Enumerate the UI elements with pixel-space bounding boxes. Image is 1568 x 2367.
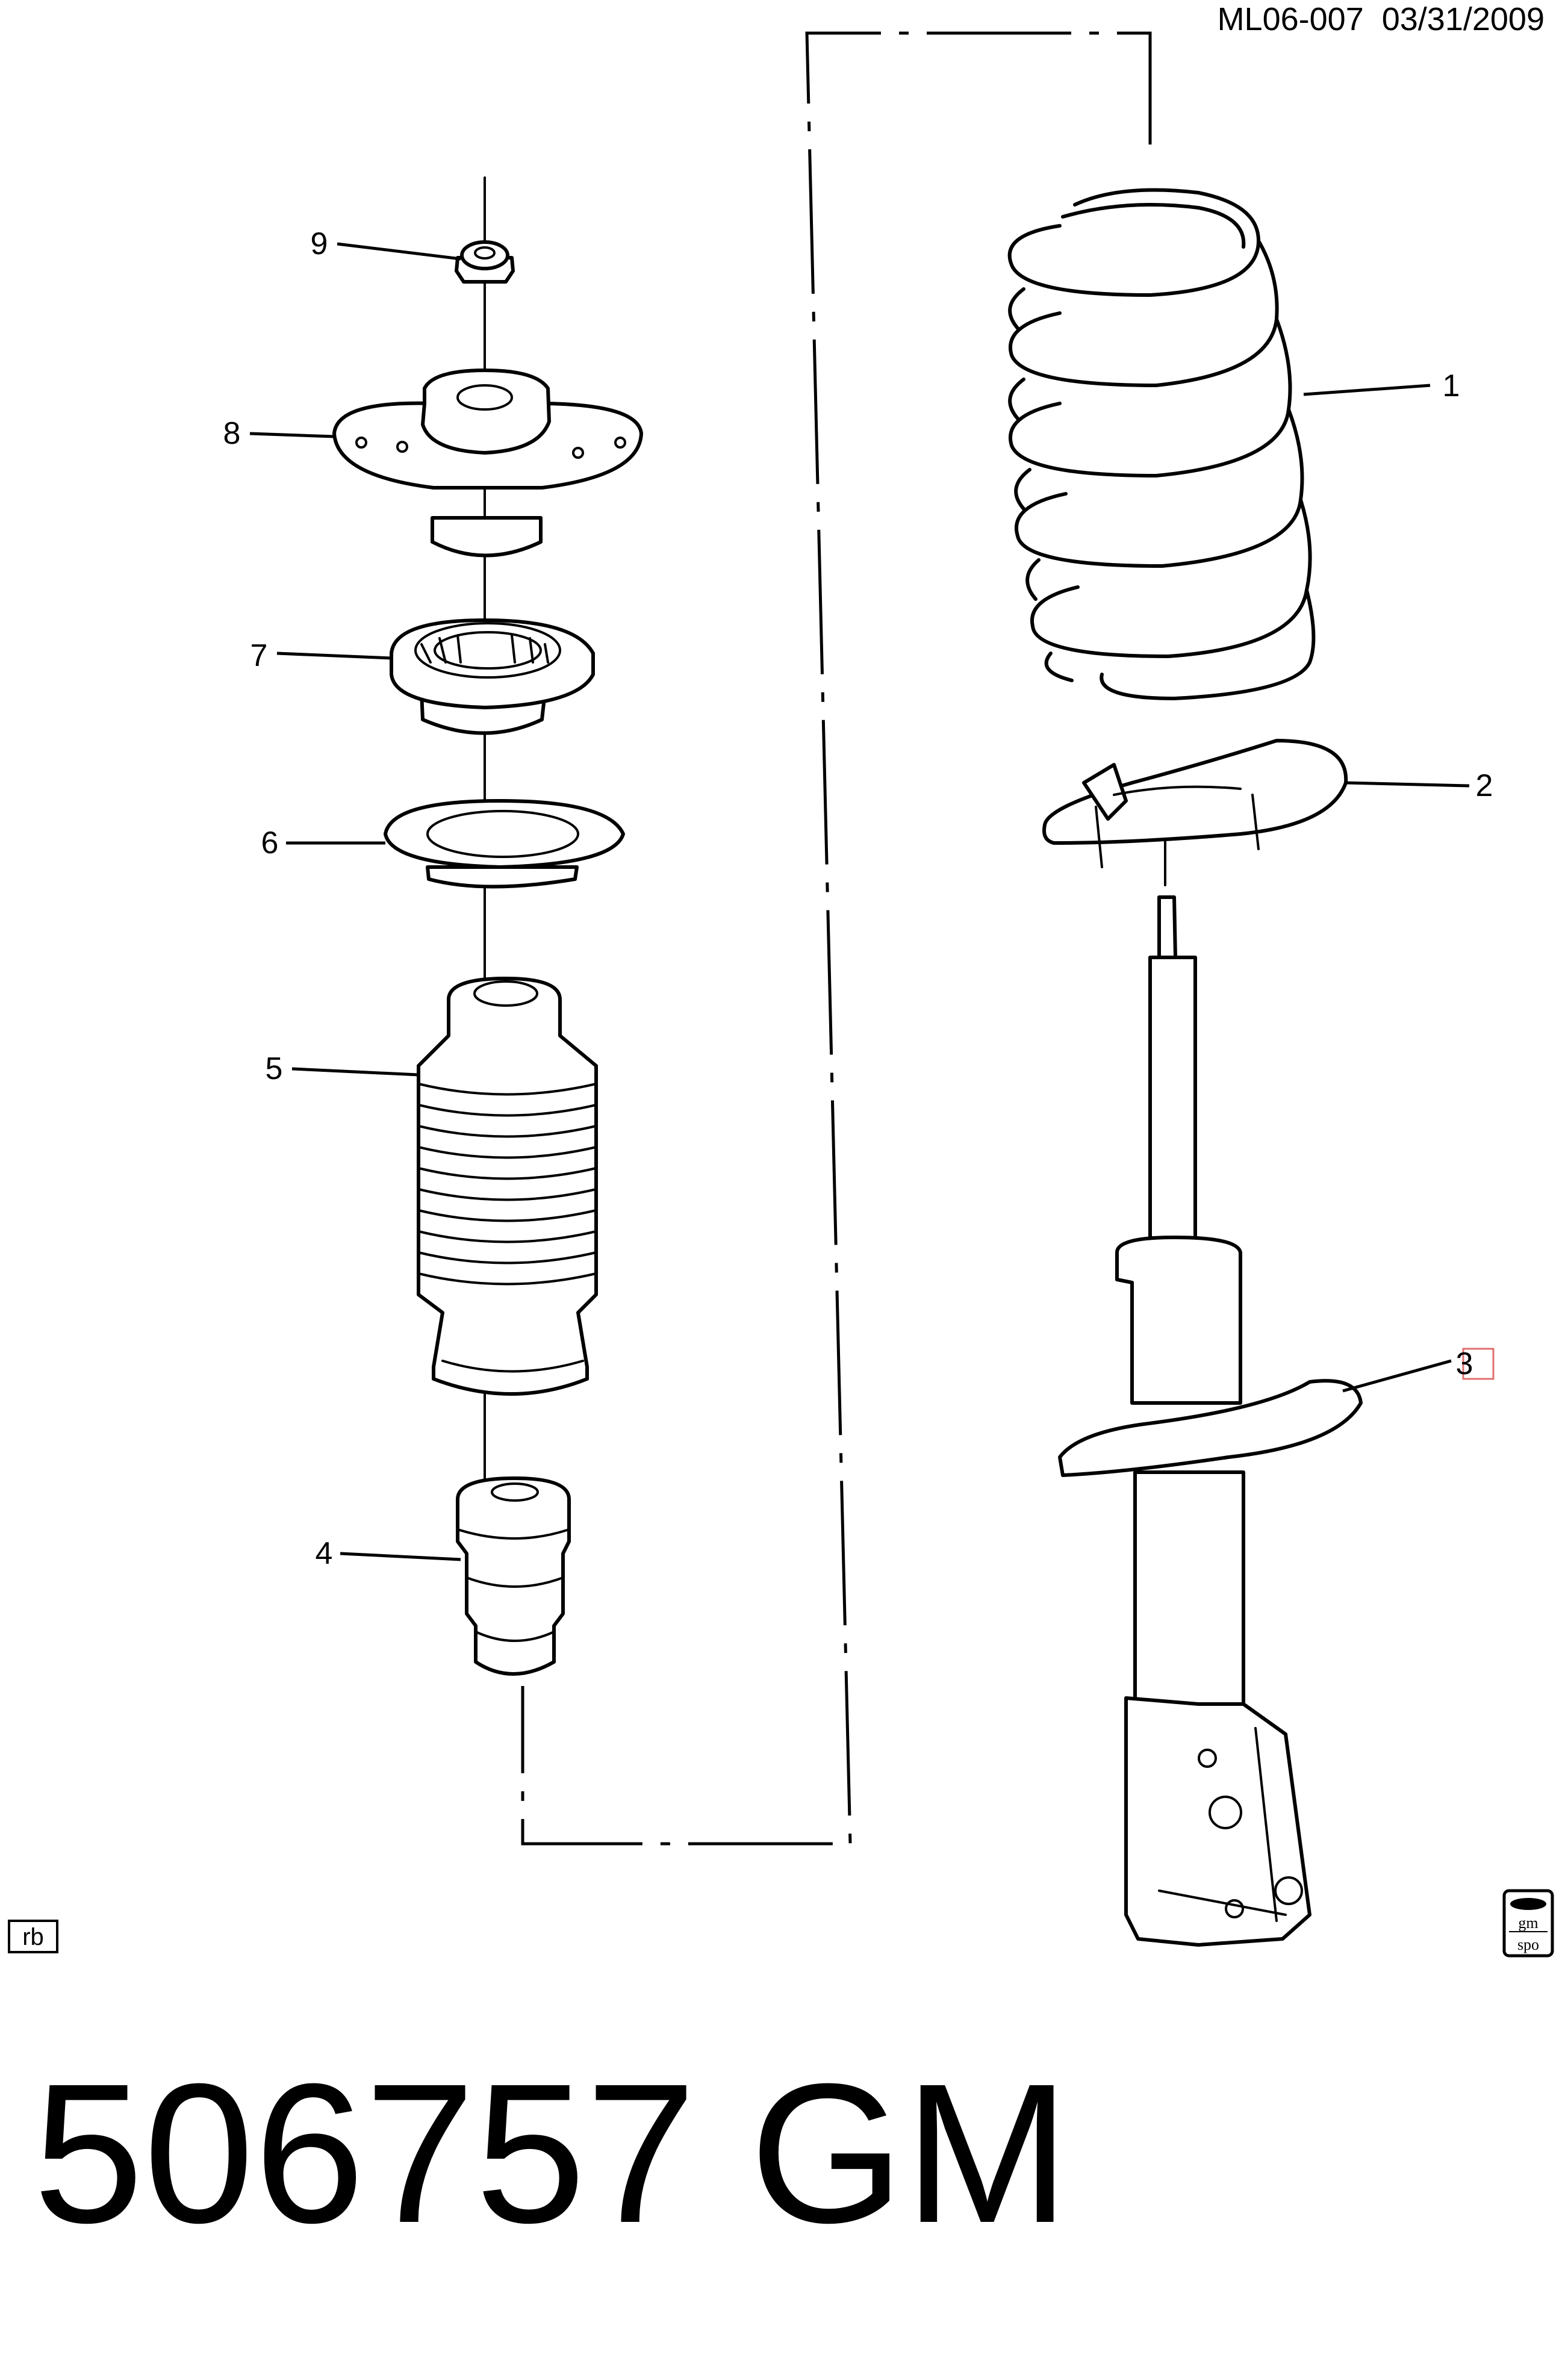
leader-9 xyxy=(337,242,461,261)
logo-text-top: gm xyxy=(1518,1914,1538,1932)
leader-2 xyxy=(1345,781,1470,788)
callout-8: 8 xyxy=(223,416,241,451)
leader-7 xyxy=(276,652,392,660)
callout-7: 7 xyxy=(250,638,268,673)
part-5-dust-boot xyxy=(417,977,598,1396)
callout-4: 4 xyxy=(316,1536,333,1571)
leader-1 xyxy=(1303,384,1431,396)
callout-3-highlight xyxy=(1462,1348,1495,1380)
part-4-bumper xyxy=(456,1476,571,1676)
leader-8 xyxy=(249,432,335,438)
assembly-path-line xyxy=(521,31,1152,1846)
rb-label: rb xyxy=(22,1924,44,1950)
gm-spo-logo: gm spo xyxy=(1502,1889,1554,1958)
drawing-id: ML06-007 03/31/2009 xyxy=(1218,1,1545,37)
part-8-strut-mount xyxy=(332,369,643,558)
part-1-coil-spring xyxy=(1007,188,1316,700)
callout-9: 9 xyxy=(311,226,328,261)
part-6-insulator xyxy=(384,799,625,889)
part-number: 506757 xyxy=(33,2042,696,2264)
leader-4 xyxy=(340,1552,461,1561)
part-2-upper-spring-seat xyxy=(1042,739,1348,868)
part-3-strut xyxy=(1058,895,1363,1947)
rb-label-box xyxy=(8,1920,58,1953)
brand-name: GM xyxy=(750,2042,1070,2264)
callout-6: 6 xyxy=(261,826,279,860)
part-7-bearing xyxy=(390,618,595,735)
part-9-nut xyxy=(455,240,515,284)
callout-2: 2 xyxy=(1476,768,1493,803)
callout-3: 3 xyxy=(1456,1346,1473,1381)
leader-5 xyxy=(291,1067,419,1077)
callout-5: 5 xyxy=(266,1051,283,1086)
callout-1: 1 xyxy=(1443,369,1460,403)
leader-3 xyxy=(1342,1359,1452,1393)
logo-text-bottom: spo xyxy=(1517,1936,1539,1953)
